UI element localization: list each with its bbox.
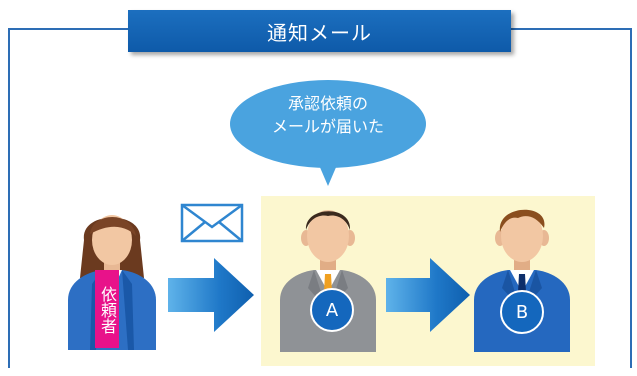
- speech-bubble-line-2: メールが届いた: [271, 117, 384, 136]
- diagram-title: 通知メール: [128, 10, 511, 52]
- approver-b-badge-label: B: [515, 301, 529, 323]
- requester-tag: 依頼者: [95, 270, 119, 348]
- approver-b-badge: B: [500, 290, 544, 334]
- arrow-right-icon: [386, 258, 470, 332]
- speech-bubble: [230, 80, 426, 186]
- diagram-title-text: 通知メール: [267, 20, 372, 45]
- envelope-icon: [180, 203, 244, 243]
- approver-a-badge-label: A: [325, 299, 339, 321]
- approver-a-badge: A: [310, 288, 354, 332]
- arrow-right-icon: [168, 258, 254, 332]
- speech-bubble-line-1: 承認依頼の: [287, 94, 368, 113]
- speech-bubble-text: 承認依頼の メールが届いた: [232, 92, 424, 138]
